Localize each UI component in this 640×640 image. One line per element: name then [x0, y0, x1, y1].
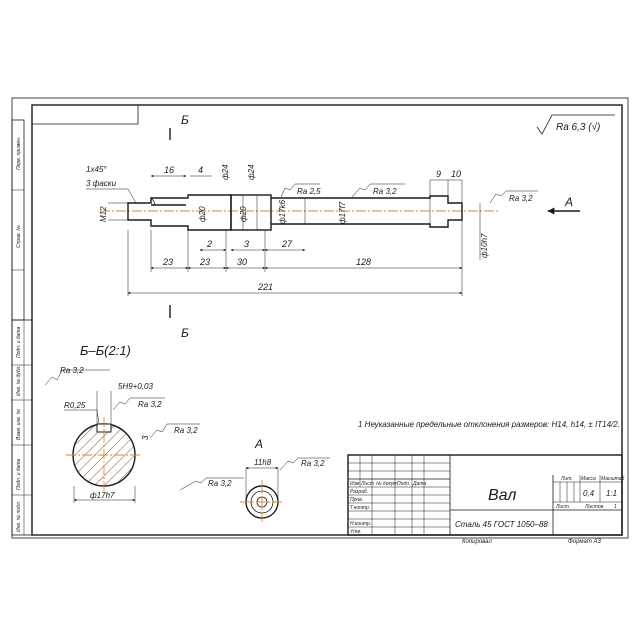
stamp-podp-data-2: Подп. и дата — [16, 458, 22, 490]
shaft-left-section — [127, 194, 232, 231]
dim-23b: 23 — [199, 257, 210, 267]
tb-listov: Листов — [584, 504, 604, 510]
stamp-sprav-no: Справ. № — [16, 225, 22, 248]
ra-32-view-a-1: Ra 3,2 — [208, 479, 232, 488]
view-a: 11h8 Ra 3,2 Ra 3,2 — [179, 457, 330, 524]
section-view: ф17h7 5H9+0,03 R0,25 3 Ra 3,2 Ra 3,2 Ra … — [44, 366, 200, 503]
copied-label: Копировал — [462, 539, 492, 545]
dia-10h7: ф10h7 — [480, 233, 489, 258]
ra-32-sec-b: Ra 3,2 — [138, 400, 162, 409]
section-title: Б–Б(2:1) — [80, 343, 131, 358]
shaft-long-section — [271, 195, 463, 228]
stamp-podp-data-1: Подп. и дата — [16, 326, 22, 358]
dia-24b: ф24 — [247, 164, 256, 180]
tb-mass-value: 0,4 — [583, 489, 595, 498]
tb-lit: Лит. — [560, 476, 573, 482]
section-radius: R0,25 — [64, 401, 86, 410]
drawing-frame — [31, 104, 623, 536]
top-left-stamp — [32, 104, 139, 125]
tb-nkontr: Н.контр. — [350, 521, 371, 527]
section-depth: 3 — [141, 435, 150, 440]
stamp-perv-primen: Перв. примен. — [16, 137, 22, 170]
dimension-lines: 221 23 23 30 128 2 3 27 16 4 9 10 1x45° … — [86, 164, 489, 296]
view-a-fit: 11h8 — [254, 458, 272, 467]
section-mark-top: Б — [181, 113, 189, 127]
tb-prov: Пров. — [350, 497, 363, 503]
section-dia: ф17h7 — [90, 491, 115, 500]
dia-20a: ф20 — [198, 206, 207, 222]
view-a-title: А — [254, 437, 263, 451]
dim-128: 128 — [356, 257, 371, 267]
dim-4: 4 — [198, 165, 203, 175]
title-block: Изм Лист № докум. Подп. Дата Разраб. Про… — [347, 454, 625, 536]
dim-23a: 23 — [162, 257, 173, 267]
chamfer-label: 1x45° — [86, 165, 107, 174]
section-mark-bottom: Б — [181, 326, 189, 340]
tb-list: Лист — [555, 504, 569, 510]
tb-listov-value: 1 — [614, 504, 617, 510]
roughness-general: Ra 6,3 (√) — [556, 121, 600, 133]
note-text: 1 Неуказанные предельные отклонения разм… — [358, 420, 620, 429]
dia-17k6: ф17k6 — [278, 199, 287, 224]
tb-part-name: Вал — [488, 487, 516, 504]
tb-tkontr: Т.контр. — [350, 505, 370, 511]
section-cut-bottom: Б — [169, 305, 189, 340]
ra-32-main: Ra 3,2 — [373, 187, 397, 196]
thread-label: M12 — [99, 206, 108, 222]
shaft-collar — [230, 194, 272, 231]
tb-dokum: № докум. — [376, 481, 398, 487]
view-a-arrow: А — [547, 195, 580, 215]
tb-podp: Подп. — [397, 481, 410, 487]
dia-20b: ф20 — [239, 206, 248, 222]
tb-massa: Масса — [581, 476, 596, 482]
ra-32-sec-c: Ra 3,2 — [174, 426, 198, 435]
ra-32-end: Ra 3,2 — [509, 194, 533, 203]
tb-razrab: Разраб. — [350, 489, 368, 495]
ra-25-main: Ra 2,5 — [297, 187, 321, 196]
dia-17f7: ф17f7 — [338, 201, 347, 224]
keyway-end — [150, 197, 155, 206]
roughness-general-symbol: Ra 6,3 (√) — [536, 114, 615, 135]
tb-izm: Изм — [350, 481, 360, 487]
tb-data: Дата — [412, 481, 426, 487]
format-label: Формат А3 — [568, 539, 601, 545]
section-keyway: 5H9+0,03 — [118, 382, 153, 391]
tb-material: Сталь 45 ГОСТ 1050–88 — [455, 520, 548, 529]
view-a-letter: А — [564, 195, 573, 209]
tb-list-label: Лист — [360, 481, 374, 487]
tb-scale-value: 1:1 — [606, 489, 617, 498]
roughness-callouts-main: Ra 2,5 Ra 3,2 Ra 3,2 — [280, 183, 538, 204]
dim-10: 10 — [451, 169, 461, 179]
dia-24a: ф24 — [221, 164, 230, 180]
dim-9: 9 — [436, 169, 441, 179]
ra-32-view-a-2: Ra 3,2 — [301, 459, 325, 468]
dim-overall: 221 — [257, 282, 273, 292]
tb-utv: Утв. — [350, 529, 361, 535]
dim-2: 2 — [206, 239, 212, 249]
stamp-inv-dubl: Инв. № дубл. — [16, 365, 22, 396]
dim-3: 3 — [244, 239, 249, 249]
dim-30: 30 — [237, 257, 247, 267]
tb-masshtab: Масштаб — [601, 476, 625, 482]
ra-32-sec-a: Ra 3,2 — [60, 366, 84, 375]
stamp-vzam-inv: Взам. инв. № — [16, 408, 22, 440]
stamp-inv-podl: Инв. № подл. — [16, 501, 22, 532]
left-stamp-column: Перв. примен. Справ. № Подп. и дата Инв.… — [11, 119, 33, 536]
dim-16: 16 — [164, 165, 174, 175]
dim-27: 27 — [281, 239, 293, 249]
chamfer-count: 3 фаски — [86, 179, 117, 188]
shaft-main-view — [100, 194, 500, 231]
section-cut-top: Б — [169, 113, 189, 140]
